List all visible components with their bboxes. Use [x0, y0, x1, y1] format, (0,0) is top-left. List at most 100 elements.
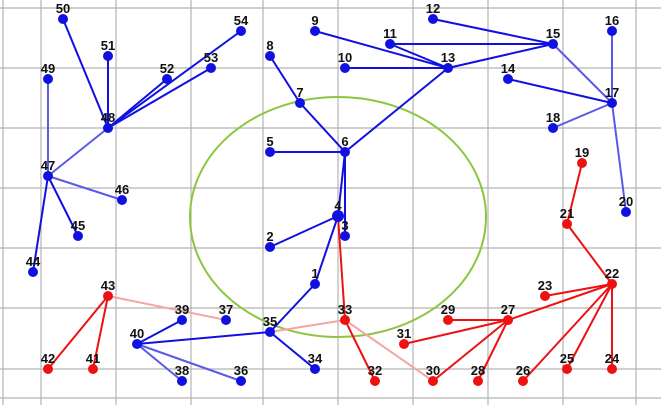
edge-47-45: [47, 175, 79, 237]
node-label-13: 13: [441, 50, 455, 65]
edge-22-27: [507, 283, 613, 321]
node-8: [265, 51, 275, 61]
node-label-25: 25: [560, 351, 574, 366]
node-label-32: 32: [368, 363, 382, 378]
node-2: [265, 242, 275, 252]
node-4: [332, 210, 344, 222]
node-label-26: 26: [516, 363, 530, 378]
node-label-23: 23: [538, 278, 552, 293]
edge-27-31: [403, 319, 509, 345]
nodes-layer: [28, 14, 631, 386]
node-label-12: 12: [426, 1, 440, 16]
edge-6-13: [344, 67, 449, 153]
node-label-40: 40: [130, 326, 144, 341]
node-label-2: 2: [266, 229, 273, 244]
node-label-6: 6: [341, 134, 348, 149]
node-7: [295, 98, 305, 108]
node-label-19: 19: [575, 145, 589, 160]
edge-7-8: [269, 55, 301, 104]
edge-47-44: [32, 175, 49, 273]
edge-1-35: [269, 283, 316, 333]
node-label-42: 42: [41, 351, 55, 366]
edge-22-26: [522, 283, 613, 382]
edge-6-4: [337, 151, 346, 217]
node-label-17: 17: [605, 85, 619, 100]
edges-layer: [32, 18, 627, 382]
node-label-46: 46: [115, 182, 129, 197]
edge-22-25: [566, 283, 613, 370]
node-40: [132, 339, 142, 349]
node-label-22: 22: [605, 266, 619, 281]
node-label-21: 21: [560, 206, 574, 221]
edge-48-50: [62, 18, 109, 129]
node-3: [340, 231, 350, 241]
node-11: [385, 39, 395, 49]
node-label-44: 44: [26, 254, 41, 269]
node-34: [310, 364, 320, 374]
node-label-49: 49: [41, 61, 55, 76]
edge-4-2: [269, 215, 339, 248]
edge-48-53: [107, 67, 212, 129]
node-label-16: 16: [605, 13, 619, 28]
node-13: [443, 63, 453, 73]
edge-40-36: [136, 343, 242, 382]
node-label-24: 24: [605, 351, 620, 366]
node-32: [370, 376, 380, 386]
edge-43-37: [107, 295, 227, 321]
node-label-39: 39: [175, 302, 189, 317]
node-label-7: 7: [296, 85, 303, 100]
node-14: [503, 74, 513, 84]
node-38: [177, 376, 187, 386]
node-28: [473, 376, 483, 386]
edge-22-23: [544, 283, 613, 297]
node-17: [607, 98, 617, 108]
node-44: [28, 267, 38, 277]
node-53: [206, 63, 216, 73]
node-label-9: 9: [311, 13, 318, 28]
node-26: [518, 376, 528, 386]
node-label-45: 45: [71, 218, 85, 233]
node-6: [340, 147, 350, 157]
node-label-53: 53: [204, 50, 218, 65]
node-label-51: 51: [101, 38, 115, 53]
node-label-37: 37: [219, 302, 233, 317]
edge-27-30: [432, 319, 509, 382]
node-label-29: 29: [441, 302, 455, 317]
edge-48-54: [107, 30, 242, 129]
edge-14-17: [507, 78, 613, 104]
edge-19-21: [566, 162, 583, 225]
node-label-38: 38: [175, 363, 189, 378]
node-label-18: 18: [546, 110, 560, 125]
node-label-54: 54: [234, 13, 249, 28]
node-41: [88, 364, 98, 374]
node-48: [103, 123, 113, 133]
edge-17-18: [552, 102, 613, 129]
node-label-3: 3: [341, 218, 348, 233]
node-label-15: 15: [546, 26, 560, 41]
edge-4-1: [314, 215, 339, 285]
node-label-50: 50: [56, 1, 70, 16]
node-label-52: 52: [160, 61, 174, 76]
node-25: [562, 364, 572, 374]
edge-47-46: [47, 175, 123, 201]
node-label-28: 28: [471, 363, 485, 378]
edge-43-42: [47, 295, 109, 370]
edge-35-40: [136, 331, 271, 345]
edge-13-9: [314, 30, 449, 69]
node-label-14: 14: [501, 61, 516, 76]
edge-12-15: [432, 18, 554, 45]
edge-27-28: [477, 319, 509, 382]
edge-33-35: [269, 319, 346, 333]
node-label-31: 31: [397, 326, 411, 341]
node-22: [607, 279, 617, 289]
node-27: [503, 315, 513, 325]
node-36: [236, 376, 246, 386]
node-label-33: 33: [338, 302, 352, 317]
node-9: [310, 26, 320, 36]
edge-33-32: [344, 319, 376, 382]
node-label-41: 41: [86, 351, 100, 366]
node-29: [443, 315, 453, 325]
node-20: [621, 207, 631, 217]
